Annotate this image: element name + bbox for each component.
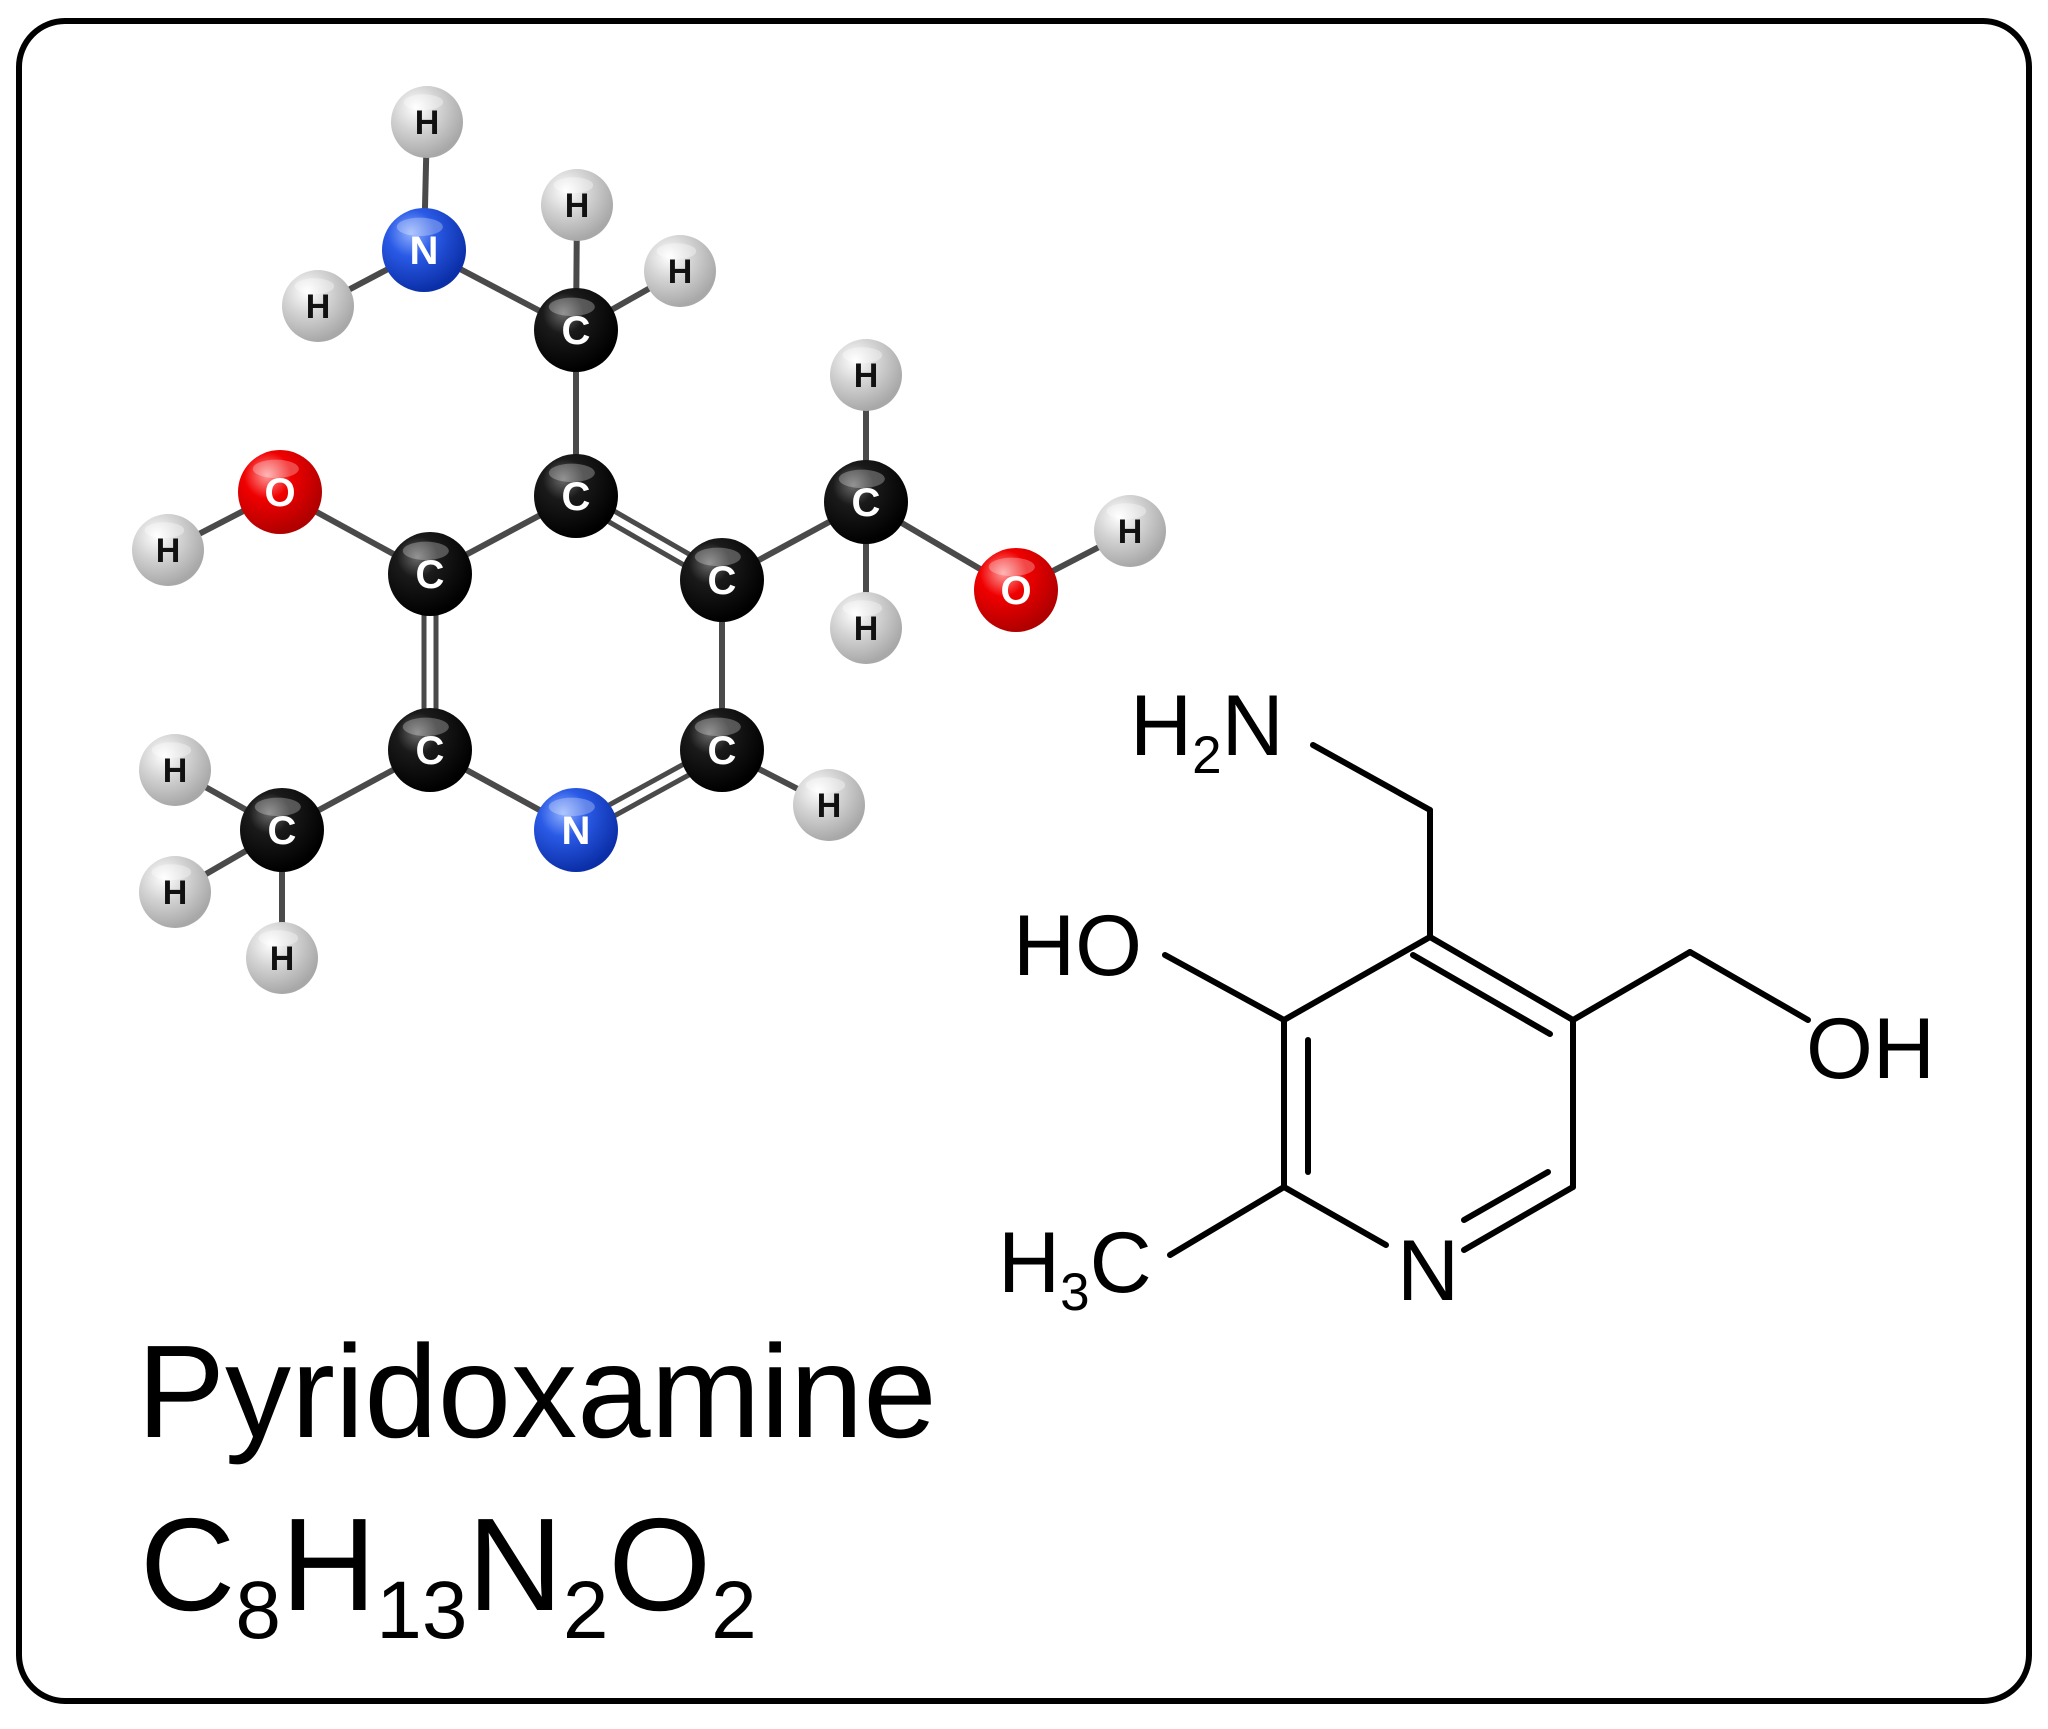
carbon-atom: C [240,788,324,872]
carbon-atom: C [534,288,618,372]
hydrogen-atom: H [644,235,716,307]
carbon-atom: C [534,454,618,538]
ring-nitrogen-label: N [1397,1223,1459,1319]
atom-symbol: O [1000,569,1031,613]
hydrogen-atom: H [139,856,211,928]
card-frame [16,18,2032,1704]
atom-symbol: C [562,475,591,519]
atom-symbol: C [562,309,591,353]
atom-symbol: O [264,471,295,515]
skeletal-bond [1461,1184,1576,1253]
atom-symbol: C [416,553,445,597]
atom-symbol: H [156,532,181,570]
oxygen-atom: O [974,548,1058,632]
carbon-atom: C [680,538,764,622]
atom-symbol: H [668,253,693,291]
atom-symbol: H [163,874,188,912]
hydroxyl-label-left: HO [1013,898,1142,994]
atom-symbol: H [854,610,879,648]
amine-label: H2N [1130,678,1284,785]
atom-symbol: C [268,809,297,853]
atom-symbol: C [708,559,737,603]
skeletal-bond [1281,934,1433,1023]
atom-symbol: H [270,940,295,978]
hydrogen-atom: H [830,339,902,411]
methyl-label: H3C [998,1215,1152,1322]
skeletal-bonds [1162,742,1811,1258]
atom-symbol: C [708,729,737,773]
skeletal-bond [1167,1184,1287,1258]
hydrogen-atom: H [391,86,463,158]
skeletal-bond [1410,952,1553,1037]
skeletal-bond [1461,1169,1551,1223]
atom-symbol: H [415,104,440,142]
hydrogen-atom: H [830,592,902,664]
hydrogen-atom: H [132,514,204,586]
skeletal-bond [1162,952,1287,1023]
hydrogen-atom: H [1094,495,1166,567]
atom-symbol: C [852,481,881,525]
atom-symbol: N [562,809,591,853]
skeletal-formula: H2N HO OH H3C N [998,678,1935,1322]
atom-symbol: H [163,752,188,790]
atom-symbol: H [854,357,879,395]
skeletal-bond [1310,742,1433,813]
atom-symbol: H [306,288,331,326]
skeletal-bond [1281,1184,1389,1248]
hydrogen-atom: H [282,270,354,342]
carbon-atom: C [388,708,472,792]
hydrogen-atom: H [139,734,211,806]
nitrogen-atom: N [534,788,618,872]
skeletal-bond [1687,949,1811,1023]
hydrogen-atom: H [246,922,318,994]
compound-name: Pyridoxamine [137,1318,937,1465]
carbon-atom: C [824,460,908,544]
hydrogen-atom: H [793,769,865,841]
atom-symbol: H [1118,513,1143,551]
atom-symbol: N [410,229,439,273]
oxygen-atom: O [238,450,322,534]
nitrogen-atom: N [382,208,466,292]
atom-symbol: H [817,787,842,825]
skeletal-bond [1570,949,1693,1023]
skeletal-bond [1427,934,1576,1023]
atom-symbol: C [416,729,445,773]
hydroxyl-label-right: OH [1806,1001,1935,1097]
hydrogen-atom: H [541,169,613,241]
atom-symbol: H [565,187,590,225]
molecular-formula: C8H13N2O2 [140,1491,757,1656]
carbon-atom: C [680,708,764,792]
carbon-atom: C [388,532,472,616]
